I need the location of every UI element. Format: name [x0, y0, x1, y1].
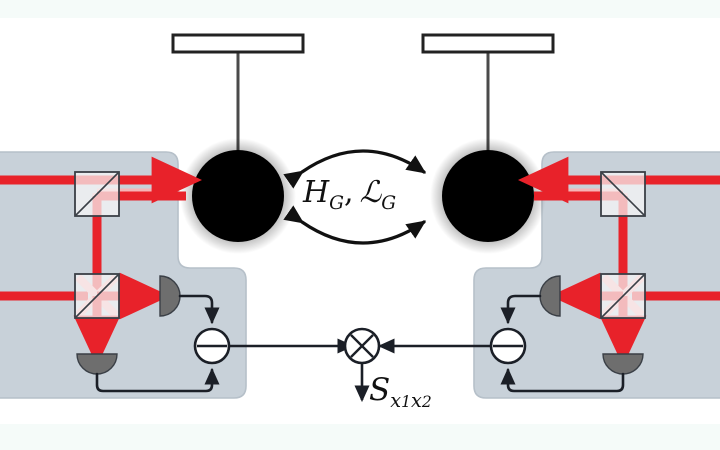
right-beamsplitter-bottom[interactable]	[600, 273, 646, 319]
right-test-mass	[442, 150, 534, 242]
right-wire-lower-detector-to-node	[500, 367, 625, 393]
coupling-hamiltonian-subscript: G	[329, 193, 345, 214]
left-beamsplitter-top-coating	[75, 172, 119, 216]
output-sub-x2: x	[410, 389, 422, 413]
right-photodetector-lower[interactable]	[602, 353, 644, 375]
right-beamsplitter-bottom-coating	[601, 274, 645, 318]
coupling-arrow-top	[283, 149, 427, 189]
right-subtraction-node[interactable]	[489, 327, 527, 365]
left-photodetector-lower-body	[76, 353, 118, 375]
right-signal-wiring	[377, 294, 625, 393]
right-pendulum-support	[421, 33, 555, 54]
coupling-label: HG, ℒG	[303, 178, 396, 214]
left-signal-wiring	[95, 294, 355, 393]
output-symbol: S	[369, 372, 391, 408]
left-beamsplitter-bottom-coating	[75, 274, 119, 318]
left-beamsplitter-bottom[interactable]	[74, 273, 120, 319]
multiplier-cross-b	[350, 334, 374, 358]
left-pendulum-support	[171, 33, 305, 54]
left-subtraction-node[interactable]	[193, 327, 231, 365]
left-photodetector-lower[interactable]	[76, 353, 118, 375]
left-pendulum	[171, 33, 305, 254]
right-photodetector-upper-body	[539, 275, 561, 317]
output-sub-x1: x	[390, 389, 402, 413]
coupling-lindblad-subscript: G	[381, 193, 397, 214]
top-margin-band	[0, 0, 720, 18]
left-wire-lower-detector-to-node	[95, 367, 220, 393]
left-photodetector-upper[interactable]	[159, 275, 181, 317]
right-beamsplitter-top[interactable]	[600, 171, 646, 217]
left-wire-upper-detector-to-node	[178, 294, 220, 325]
bottom-margin-band	[0, 424, 720, 450]
left-photodetector-upper-body	[159, 275, 181, 317]
right-beamsplitter-top-coating	[601, 172, 645, 216]
right-photodetector-lower-body	[602, 353, 644, 375]
coupling-lindblad-symbol: ℒ	[359, 175, 382, 210]
output-label: Sx1x2	[369, 375, 432, 411]
right-wire-upper-detector-to-node	[500, 294, 542, 325]
left-beamsplitter-top[interactable]	[74, 171, 120, 217]
coupling-arrows	[283, 149, 427, 245]
output-sub-2: 2	[421, 393, 432, 412]
left-test-mass	[192, 150, 284, 242]
coupling-arrow-bottom	[283, 205, 427, 245]
coupling-hamiltonian-symbol: H	[303, 175, 330, 210]
output-sub-1: 1	[401, 393, 411, 412]
right-photodetector-upper[interactable]	[539, 275, 561, 317]
coupling-label-comma: ,	[344, 175, 354, 210]
right-pendulum	[421, 33, 555, 254]
multiplier-node[interactable]	[343, 327, 381, 403]
